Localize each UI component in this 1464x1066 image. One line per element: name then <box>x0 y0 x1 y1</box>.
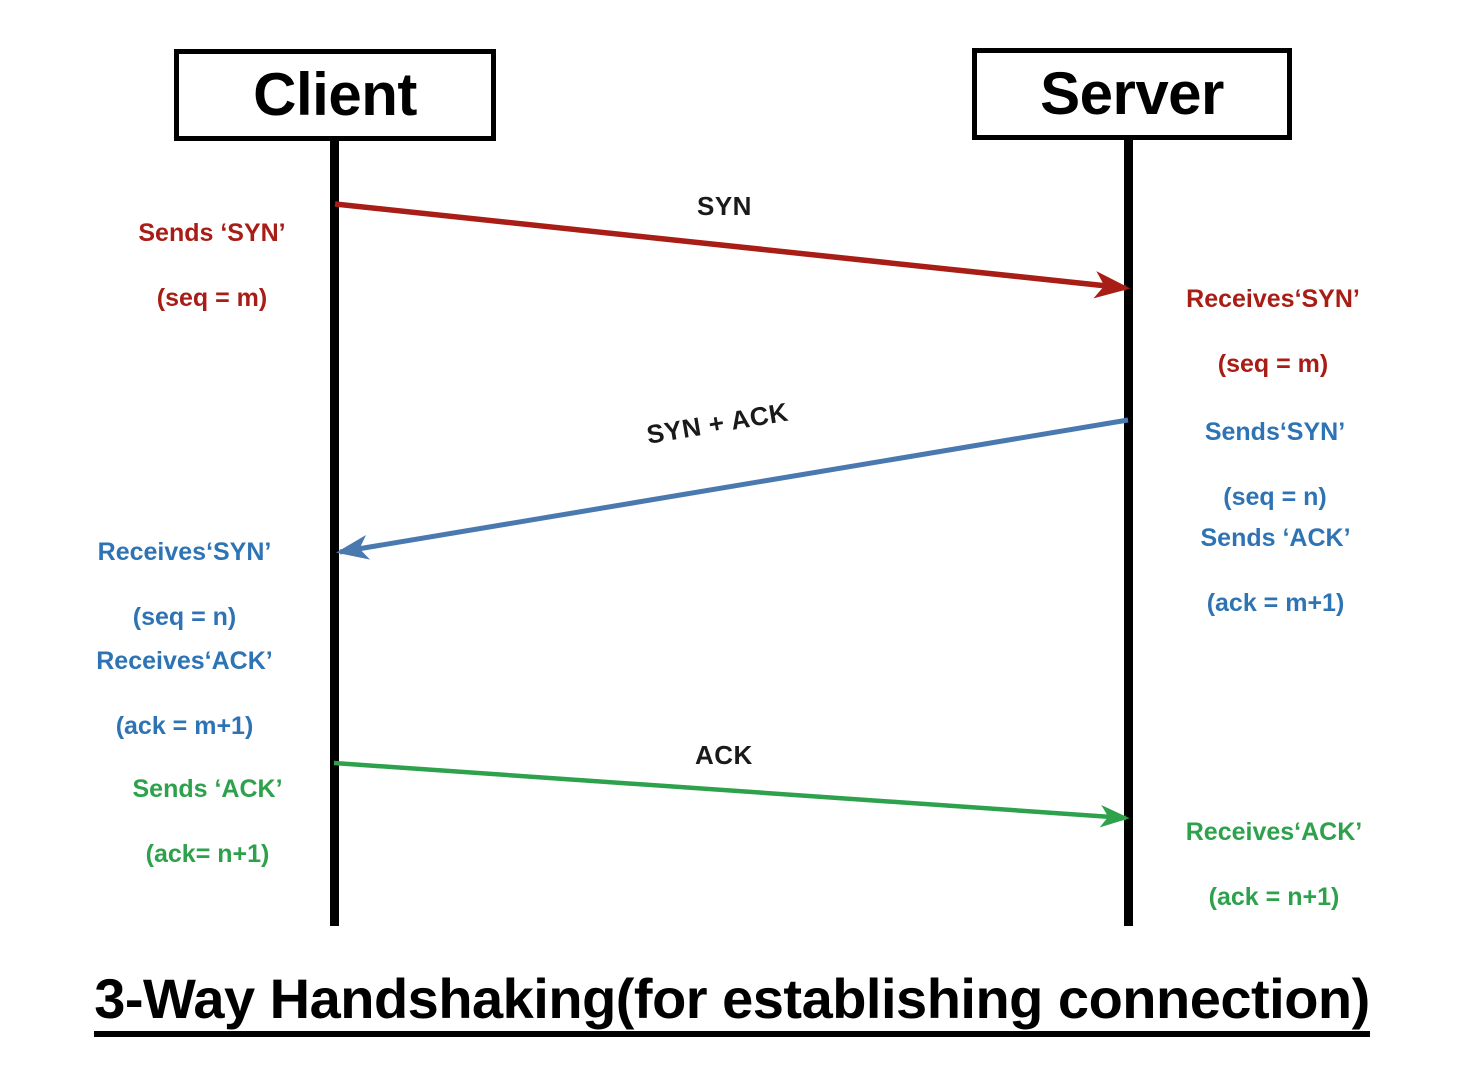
message-label-syn: SYN <box>697 191 752 221</box>
message-label-ack: ACK <box>695 740 753 770</box>
arrow-syn-ack <box>335 417 1129 560</box>
participant-box-server: Server <box>972 48 1292 140</box>
note-server-receives-syn: Receives‘SYN’ (seq = m) <box>1186 284 1360 378</box>
message-label-syn-ack: SYN + ACK <box>644 396 791 450</box>
participant-box-client: Client <box>174 49 496 141</box>
note-client-receives-syn: Receives‘SYN’ (seq = n) <box>97 537 272 631</box>
note-client-sends-syn: Sends ‘SYN’ (seq = m) <box>138 218 286 312</box>
participant-label-server: Server <box>1040 60 1224 127</box>
diagram-caption: 3-Way Handshaking(for establishing conne… <box>0 966 1464 1037</box>
lifeline-client <box>330 140 339 926</box>
arrow-ack <box>333 760 1130 828</box>
diagram-caption-text: 3-Way Handshaking(for establishing conne… <box>94 969 1370 1037</box>
lifeline-server <box>1124 140 1133 926</box>
note-client-receives-ack: Receives‘ACK’ (ack = m+1) <box>96 646 273 740</box>
note-client-sends-ack: Sends ‘ACK’ (ack= n+1) <box>132 774 283 868</box>
note-server-sends-syn: Sends‘SYN’ (seq = n) <box>1204 417 1346 511</box>
note-server-sends-ack: Sends ‘ACK’ (ack = m+1) <box>1200 523 1351 617</box>
participant-label-client: Client <box>253 61 417 128</box>
note-server-receives-ack: Receives‘ACK’ (ack = n+1) <box>1185 817 1363 911</box>
